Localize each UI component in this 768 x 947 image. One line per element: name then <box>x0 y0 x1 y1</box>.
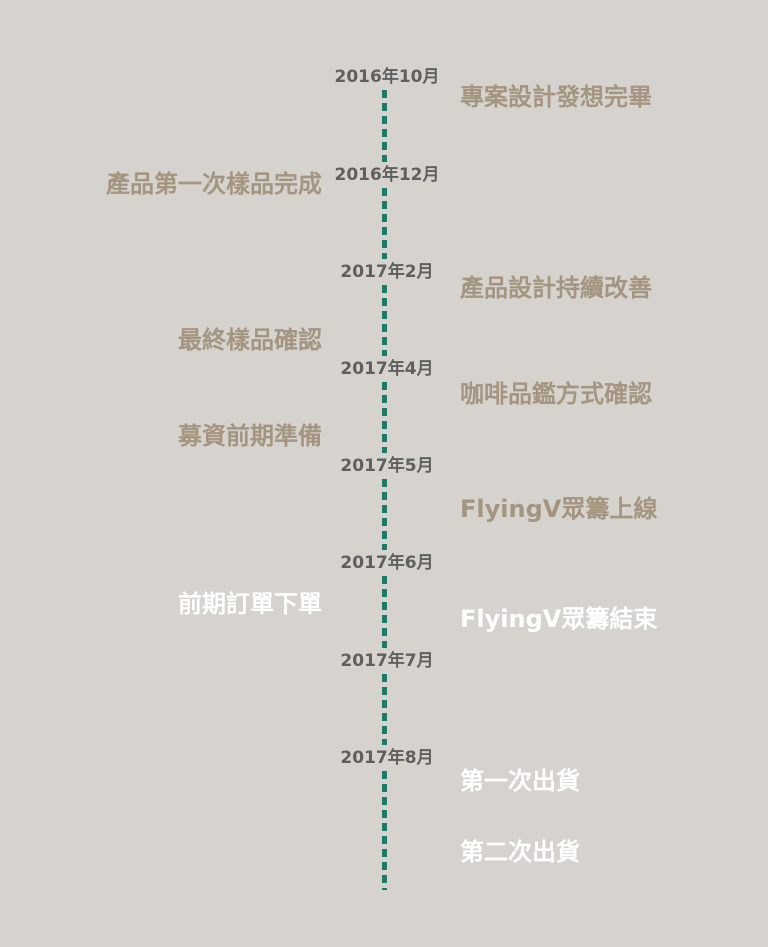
milestone-event: 募資前期準備 <box>178 422 322 450</box>
timeline-line-segment <box>382 479 387 550</box>
milestone-date: 2017年5月 <box>340 456 434 476</box>
milestone-event: 第二次出貨 <box>460 838 580 866</box>
timeline-line-segment <box>382 771 387 890</box>
milestone-event: 前期訂單下單 <box>178 590 322 618</box>
timeline-line-segment <box>382 674 387 745</box>
milestone-date: 2016年12月 <box>334 165 440 185</box>
timeline-line-segment <box>382 90 387 162</box>
milestone-event: FlyingV眾籌結束 <box>460 605 658 633</box>
milestone-event: 最終樣品確認 <box>178 326 322 354</box>
milestone-date: 2017年4月 <box>340 359 434 379</box>
timeline-line-segment <box>382 576 387 648</box>
milestone-event: 第一次出貨 <box>460 767 580 795</box>
milestone-date: 2016年10月 <box>334 67 440 87</box>
milestone-event: 產品第一次樣品完成 <box>106 170 322 198</box>
milestone-event: 咖啡品鑑方式確認 <box>460 380 652 408</box>
timeline-line-segment <box>382 285 387 356</box>
timeline-line-segment <box>382 382 387 453</box>
milestone-event: 專案設計發想完畢 <box>460 83 652 111</box>
milestone-date: 2017年6月 <box>340 553 434 573</box>
milestone-date: 2017年2月 <box>340 262 434 282</box>
milestone-event: 產品設計持續改善 <box>460 274 652 302</box>
milestone-date: 2017年7月 <box>340 651 434 671</box>
milestone-event: FlyingV眾籌上線 <box>460 495 658 523</box>
milestone-date: 2017年8月 <box>340 748 434 768</box>
timeline-line-segment <box>382 188 387 259</box>
